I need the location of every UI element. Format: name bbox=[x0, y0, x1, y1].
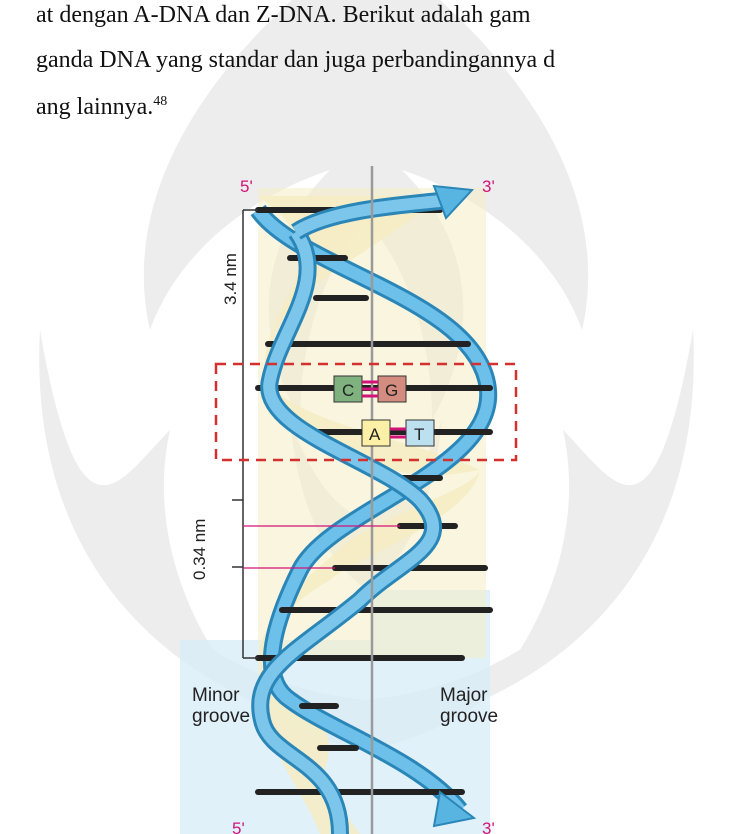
minor-groove-label-line2: groove bbox=[192, 706, 250, 727]
strand-top-left-label: 5' bbox=[240, 177, 253, 196]
major-groove-label-line2: groove bbox=[440, 706, 498, 727]
strand-top-right-label: 3' bbox=[482, 177, 495, 196]
base-a-label: A bbox=[369, 425, 381, 444]
base-g-label: G bbox=[385, 381, 398, 400]
base-t-label: T bbox=[414, 425, 424, 444]
base-c-label: C bbox=[342, 381, 354, 400]
strand-bottom-left-label: 5' bbox=[232, 819, 245, 834]
pitch-bracket bbox=[243, 210, 258, 658]
pitch-label: 3.4 nm bbox=[221, 253, 240, 305]
strand-bottom-right-label: 3' bbox=[482, 819, 495, 834]
rise-label: 0.34 nm bbox=[190, 519, 209, 580]
minor-groove-label-line1: Minor bbox=[192, 685, 240, 706]
major-groove-label-line1: Major bbox=[440, 685, 488, 706]
